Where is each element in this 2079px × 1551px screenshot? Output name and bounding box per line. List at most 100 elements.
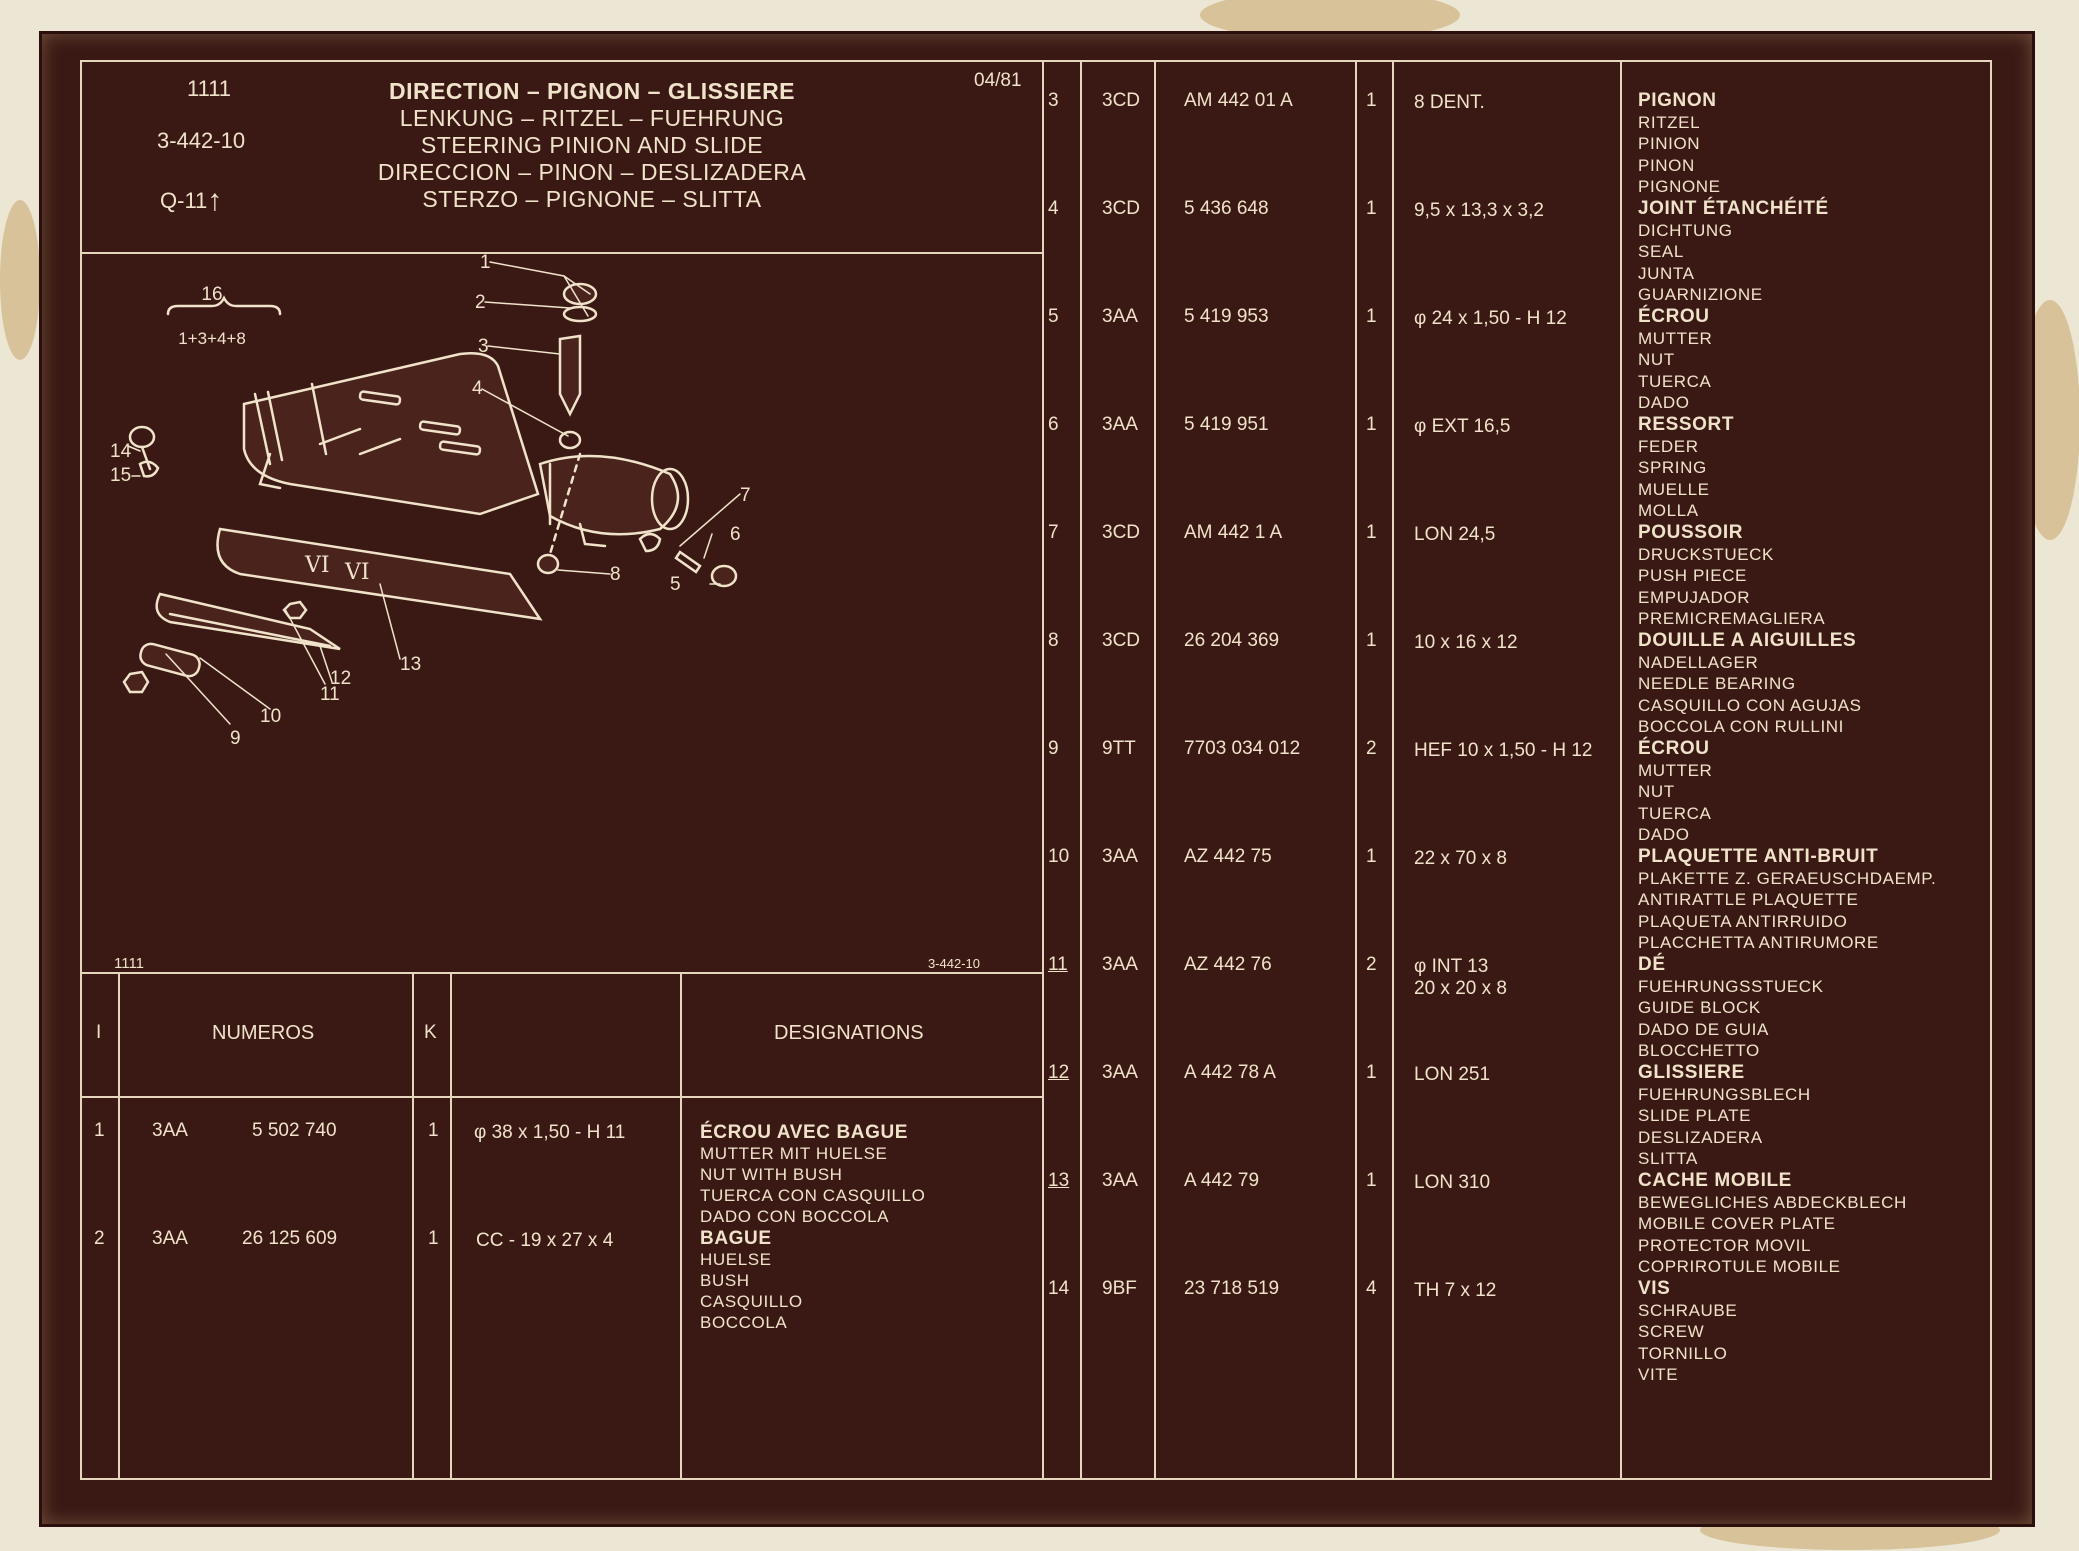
item-part-number: 5 419 953: [1184, 306, 1269, 327]
item-category: 3AA: [1102, 414, 1138, 435]
item-part-number: AM 442 1 A: [1184, 522, 1283, 543]
item-dimensions: 22 x 70 x 8: [1414, 848, 1507, 869]
callout-14: 14: [110, 441, 132, 462]
item-index: 9: [1048, 738, 1059, 759]
callout-6: 6: [730, 524, 741, 545]
diagram-ref: 1111: [114, 955, 144, 970]
item-index: 7: [1048, 522, 1059, 543]
callout-10: 10: [260, 706, 281, 727]
item-part-number: 23 718 519: [1184, 1278, 1280, 1299]
callout-2: 2: [475, 292, 486, 313]
rule: [1355, 60, 1357, 1480]
rule: [680, 972, 682, 1480]
item-index: 8: [1048, 630, 1059, 651]
item-part-number: 5 436 648: [1184, 198, 1269, 219]
item-dimensions: 8 DENT.: [1414, 92, 1485, 113]
item-category: 3CD: [1102, 630, 1141, 651]
plate-code: 3-442-10: [157, 128, 246, 153]
callout-11: 11: [320, 684, 340, 705]
item-category: 3AA: [1102, 306, 1138, 327]
item-dimensions: 9,5 x 13,3 x 3,2: [1414, 200, 1544, 221]
item-dimensions: φ EXT 16,5: [1414, 416, 1511, 437]
item-designation: ÉCROU AVEC BAGUE MUTTER MIT HUELSE NUT W…: [700, 1122, 926, 1226]
item-category: 3CD: [1102, 198, 1141, 219]
item-part-number: 5 419 951: [1184, 414, 1269, 435]
callout-5: 5: [670, 574, 681, 595]
item-category: 9BF: [1102, 1278, 1137, 1299]
item-part-number: A 442 79: [1184, 1170, 1260, 1191]
item-dimensions: φ 38 x 1,50 - H 11: [474, 1122, 626, 1143]
item-dimensions: φ 24 x 1,50 - H 12: [1414, 308, 1567, 329]
item-dimensions: LON 310: [1414, 1172, 1491, 1193]
item-quantity: 1: [428, 1228, 439, 1249]
callout-8: 8: [610, 564, 621, 585]
callout-9: 9: [230, 728, 241, 749]
item-index: 3: [1048, 90, 1059, 111]
callout-13: 13: [400, 654, 421, 675]
col-header-k: K: [424, 1022, 437, 1043]
item-category: 3AA: [1102, 1170, 1138, 1191]
rule: [1080, 60, 1082, 1480]
item-index: 6: [1048, 414, 1059, 435]
item-quantity: 1: [1366, 522, 1377, 543]
item-category: 3AA: [1102, 1062, 1138, 1083]
rule: [1042, 60, 1044, 1480]
item-category: 3CD: [1102, 90, 1141, 111]
rule: [1392, 60, 1394, 1480]
item-quantity: 1: [1366, 846, 1377, 867]
rule: [80, 1096, 1042, 1098]
item-quantity: 4: [1366, 1278, 1377, 1299]
item-index: 14: [1048, 1278, 1070, 1299]
diagram-code: 3-442-10: [928, 956, 980, 970]
rule: [80, 252, 1042, 254]
item-quantity: 1: [1366, 630, 1377, 651]
rule: [1154, 60, 1156, 1480]
callout-4: 4: [472, 378, 483, 399]
item-category: 3AA: [152, 1120, 188, 1141]
item-quantity: 1: [1366, 1170, 1377, 1191]
item-quantity: 1: [1366, 1062, 1377, 1083]
item-index: 4: [1048, 198, 1059, 219]
item-index: 10: [1048, 846, 1070, 867]
item-part-number: AZ 442 76: [1184, 954, 1272, 975]
item-category: 3AA: [152, 1228, 188, 1249]
item-category: 3CD: [1102, 522, 1141, 543]
item-dimensions: LON 24,5: [1414, 524, 1496, 545]
svg-text:VI: VI: [344, 560, 370, 585]
group-count: 16: [201, 284, 222, 305]
callout-1: 1: [480, 254, 491, 273]
col-header-index: I: [96, 1022, 102, 1043]
issue-date: 04/81: [974, 70, 1022, 91]
item-index: 12: [1048, 1062, 1070, 1083]
up-arrow-icon: ↑: [207, 184, 223, 217]
item-dimensions: HEF 10 x 1,50 - H 12: [1414, 740, 1593, 761]
item-quantity: 1: [1366, 414, 1377, 435]
item-dimensions: TH 7 x 12: [1414, 1280, 1497, 1301]
item-quantity: 2: [1366, 954, 1377, 975]
callout-3: 3: [478, 336, 489, 357]
item-part-number: 7703 034 012: [1184, 738, 1301, 759]
item-quantity: 2: [1366, 738, 1377, 759]
rule: [450, 972, 452, 1480]
item-category: 9TT: [1102, 738, 1136, 759]
item-dimensions-secondary: 20 x 20 x 8: [1414, 978, 1507, 999]
item-index: 2: [94, 1228, 105, 1249]
item-quantity: 1: [1366, 306, 1377, 327]
item-dimensions: LON 251: [1414, 1064, 1491, 1085]
item-quantity: 1: [1366, 198, 1377, 219]
callout-12: 12: [330, 668, 351, 689]
callout-7: 7: [740, 485, 751, 506]
rule: [80, 972, 1042, 974]
item-category: 3AA: [1102, 954, 1138, 975]
